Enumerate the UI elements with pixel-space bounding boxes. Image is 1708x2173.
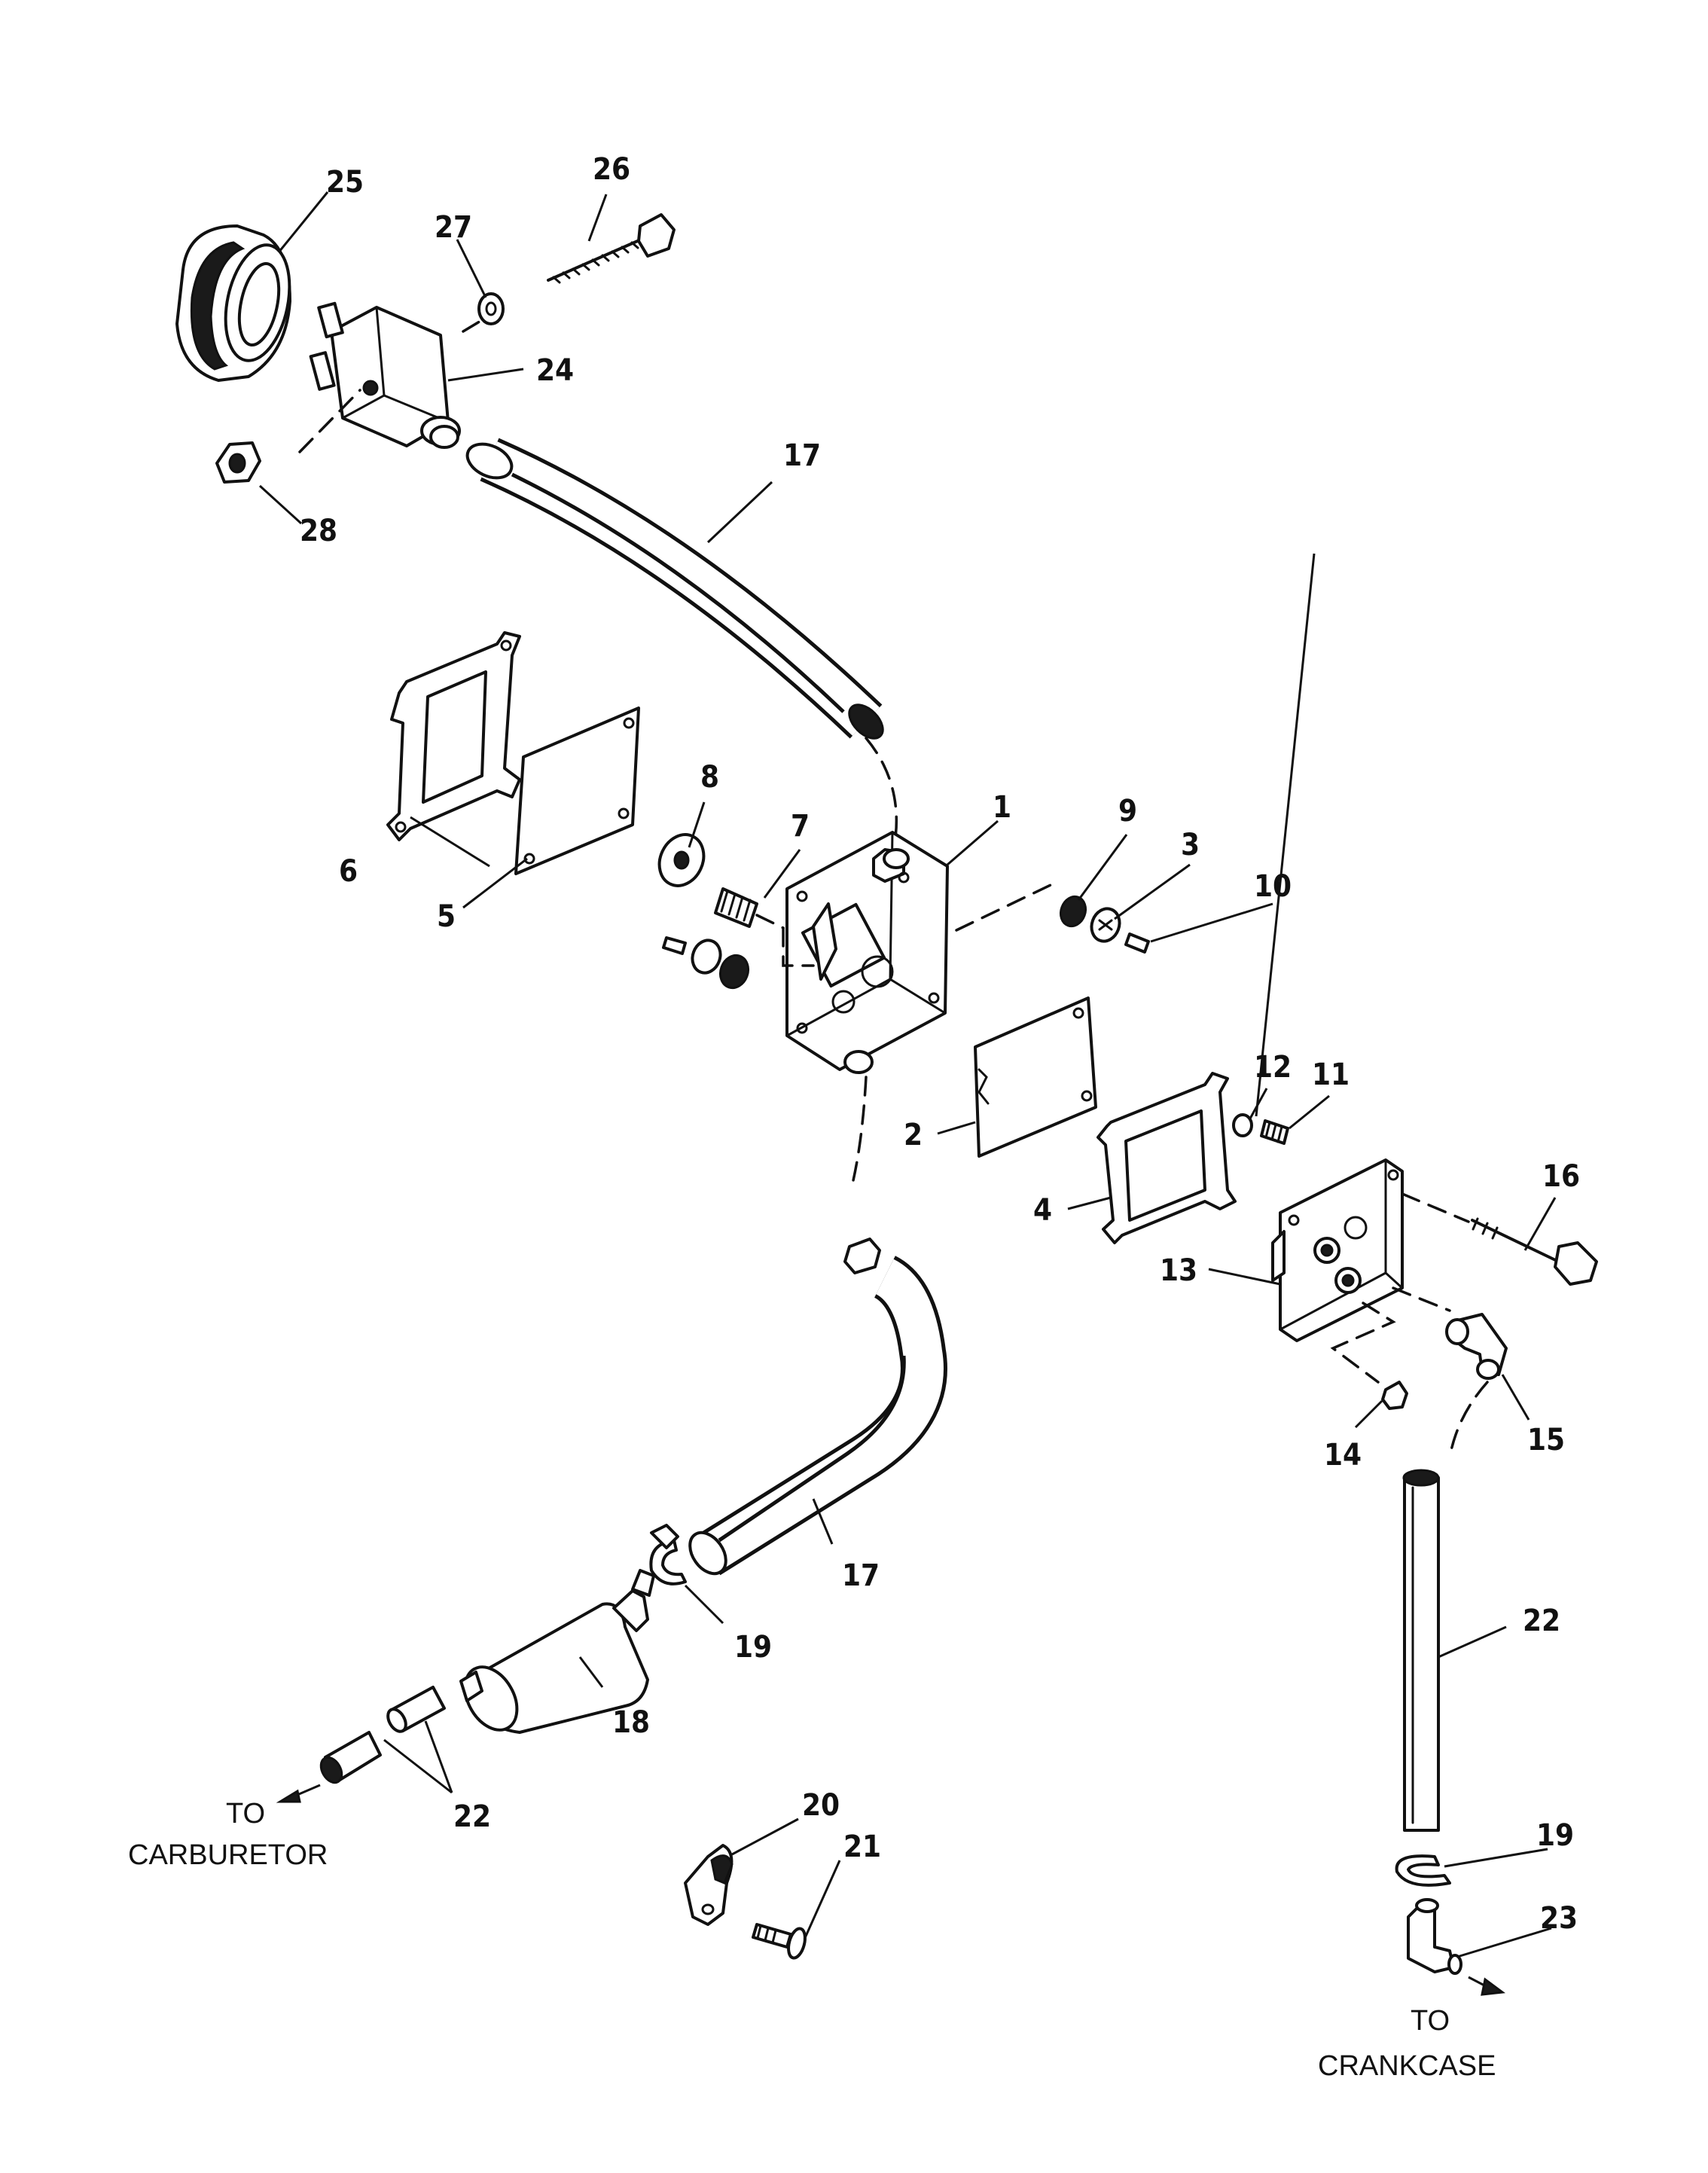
part-3-retainer (1090, 907, 1121, 943)
leader-lines-small (1249, 1088, 1330, 1130)
part-15-elbow (1445, 1313, 1508, 1459)
part-17-upper-hose (465, 438, 898, 845)
callout-26: 26 (593, 152, 630, 187)
part-19-clip-right (1395, 1854, 1451, 1887)
callout-7: 7 (791, 809, 810, 844)
callout-12: 12 (1254, 1050, 1292, 1085)
callout-labels: 1 2 3 4 5 6 7 8 9 10 11 12 13 14 15 16 1… (300, 152, 1580, 1936)
part-9-screen (1059, 895, 1087, 928)
to-crankcase-line1: TO (1411, 2005, 1450, 2037)
part-14-plug (1381, 1381, 1408, 1410)
part-18-fuel-filter (459, 1569, 655, 1734)
callout-24: 24 (536, 353, 574, 388)
part-1-pump-housing (782, 831, 1052, 1192)
part-17-lower-hose (688, 1256, 947, 1576)
callout-9: 9 (1118, 794, 1137, 829)
part-19-clamp-left (649, 1524, 687, 1585)
part-16-bolt (1471, 1217, 1598, 1286)
part-13-cover (1271, 1158, 1470, 1384)
to-carburetor-line1: TO (226, 1798, 265, 1830)
callout-14: 14 (1324, 1438, 1362, 1473)
part-10-screw (1124, 932, 1150, 954)
part-hose-fitting (843, 1238, 881, 1274)
callout-19b: 19 (1536, 1818, 1574, 1853)
callout-2: 2 (904, 1118, 923, 1152)
to-carburetor-line2: CARBURETOR (128, 1839, 328, 1871)
part-21-screw (752, 1923, 807, 1960)
part-25-grommet (175, 224, 291, 382)
callout-25: 25 (326, 165, 364, 200)
callout-11: 11 (1312, 1058, 1350, 1092)
part-6-gasket (386, 631, 521, 841)
part-28-nut (215, 441, 261, 484)
part-7-spring (714, 887, 785, 929)
callout-16: 16 (1542, 1159, 1580, 1194)
part-23-elbow-fitting (1407, 1898, 1505, 1996)
callout-5: 5 (437, 899, 456, 934)
destination-captions: TO CARBURETOR TO CRANKCASE (128, 1798, 1496, 2082)
part-22-tube-right (1402, 1469, 1440, 1832)
part-check-valve-left (662, 936, 750, 990)
callout-17b: 17 (842, 1558, 880, 1593)
callout-21: 21 (843, 1830, 881, 1864)
part-2-diaphragm (974, 996, 1097, 1158)
part-4-gasket (1096, 1072, 1237, 1244)
callout-6: 6 (339, 854, 358, 889)
callout-20: 20 (802, 1788, 840, 1823)
callout-13: 13 (1160, 1253, 1197, 1288)
callout-18: 18 (612, 1705, 650, 1740)
callout-4: 4 (1033, 1193, 1052, 1228)
callout-27: 27 (435, 210, 472, 245)
callout-19a: 19 (734, 1630, 772, 1665)
callout-23: 23 (1540, 1901, 1578, 1936)
part-8-valve (657, 833, 706, 887)
leader-lines (258, 191, 1557, 1958)
part-22-tubes-left (276, 1686, 446, 1803)
callout-8: 8 (700, 760, 719, 795)
callout-17a: 17 (783, 438, 821, 473)
callout-1: 1 (993, 790, 1011, 825)
callout-22b: 22 (1523, 1604, 1560, 1638)
part-20-clamp (684, 1844, 734, 1926)
callout-22a: 22 (453, 1799, 491, 1834)
part-27-washer (462, 292, 505, 333)
callout-10: 10 (1254, 869, 1292, 904)
part-26-screw (547, 213, 676, 284)
part-24-solenoid (298, 301, 461, 453)
part-5-gasket (514, 707, 640, 875)
part-12-check-valve (1232, 1113, 1253, 1137)
callout-15: 15 (1527, 1423, 1565, 1457)
callout-28: 28 (300, 514, 337, 548)
to-crankcase-line2: CRANKCASE (1318, 2050, 1496, 2082)
callout-3: 3 (1181, 828, 1200, 862)
part-11-spring (1260, 1119, 1289, 1145)
